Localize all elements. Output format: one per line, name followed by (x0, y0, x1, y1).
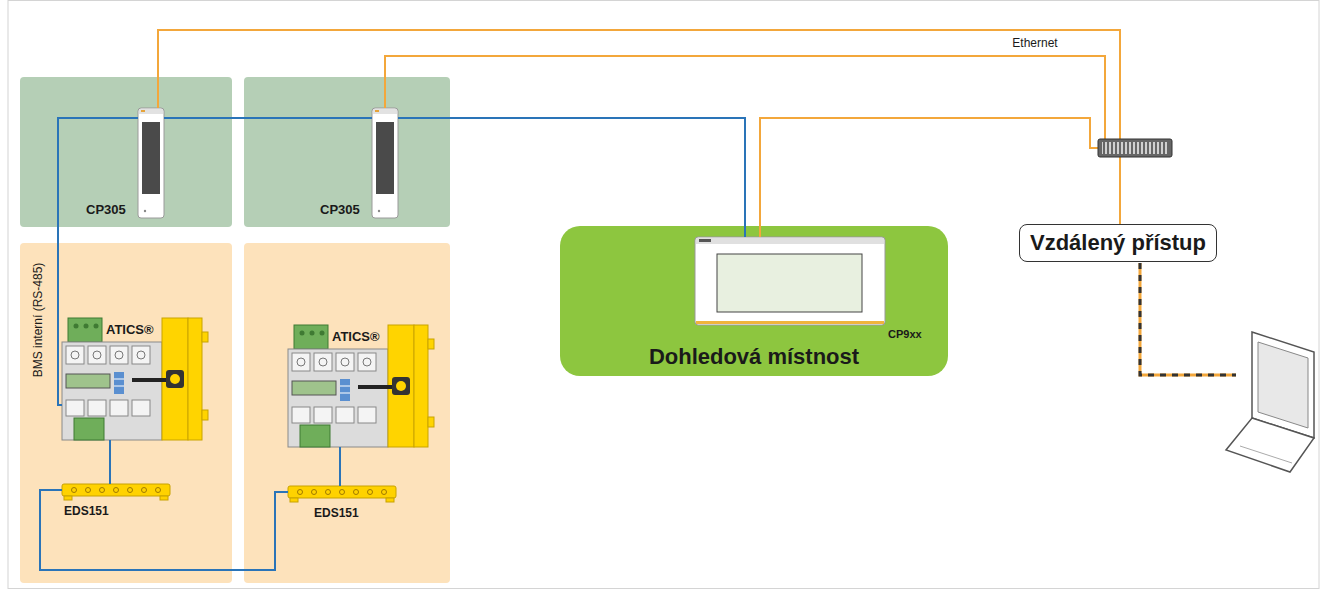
atics-unit: ATICS® (62, 318, 208, 440)
cp9xx-panel: CP9xx (695, 237, 885, 325)
laptop-icon (1226, 332, 1314, 472)
edge-label: Ethernet (1009, 36, 1060, 50)
rs485-bus-line (40, 490, 288, 570)
switch-ports (1102, 142, 1168, 154)
bus-label: BMS interní (RS-485) (31, 263, 45, 378)
node-label: CP305 (86, 202, 126, 218)
node-label: Vzdálený přístup (1030, 230, 1206, 256)
switchboard-ground (20, 243, 232, 583)
drawing-part (717, 254, 862, 312)
cp305-panel: CP305 (138, 108, 164, 218)
drawing-part (696, 321, 884, 324)
node-label: EDS151 (314, 506, 359, 520)
node-label: ATICS® (106, 322, 154, 338)
eds151-device (288, 486, 396, 502)
rs485-bus-line (109, 440, 111, 484)
drawing-part (696, 238, 884, 244)
control-room-box (560, 226, 948, 376)
network-switch (1098, 139, 1172, 157)
ethernet-line (760, 118, 1120, 237)
rs485-bus-line (164, 117, 372, 119)
eds151-device (62, 484, 170, 500)
atics-unit: ATICS® (288, 325, 434, 447)
rs485-bus-line (398, 118, 745, 237)
node-label: ATICS® (332, 329, 380, 345)
node-label: EDS151 (64, 504, 109, 518)
cp305-panel: CP305 (372, 108, 398, 218)
cp305-device (138, 108, 164, 218)
page-frame (8, 1, 1319, 589)
rs485-bus-line (339, 447, 341, 486)
eds151-unit: EDS151 (62, 484, 170, 496)
atics-device (62, 318, 208, 440)
ethernet-line (385, 56, 1120, 224)
cp9xx-device (695, 237, 885, 325)
cp305-device (372, 108, 398, 218)
remote-access-box: Vzdálený přístup (1019, 224, 1217, 262)
remote-cable (1140, 263, 1236, 375)
ethernet-line (158, 30, 1120, 224)
node-label: CP9xx (888, 328, 922, 341)
node-label: CP305 (320, 202, 360, 218)
rs485-bus-line (58, 118, 138, 405)
atics-device (288, 325, 434, 447)
remote-cable-dash (1140, 263, 1236, 375)
panel-ground (244, 77, 450, 227)
control-room: Dohledová místnost CP9xx (560, 226, 948, 376)
eds151-unit: EDS151 (288, 486, 396, 498)
drawing-part (695, 237, 885, 325)
node-label: Dohledová místnost (560, 344, 948, 370)
drawing-part (1240, 446, 1292, 463)
panel-ground (20, 77, 232, 227)
drawing-part (1258, 342, 1308, 428)
drawing-part (1226, 418, 1314, 472)
drawing-part (699, 239, 711, 242)
